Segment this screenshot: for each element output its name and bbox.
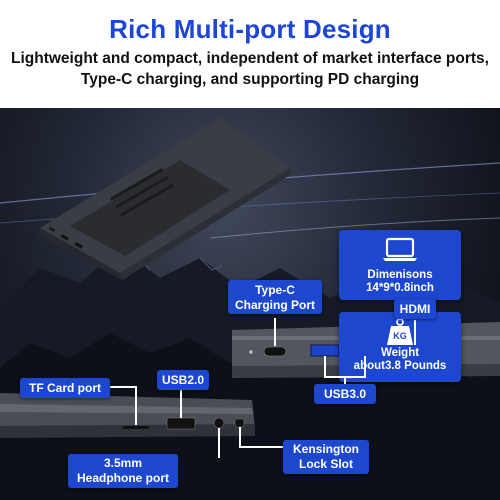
tf-card-slot-icon — [123, 426, 149, 429]
typec-port-icon — [263, 346, 287, 357]
laptop-icon — [383, 237, 417, 261]
weight-spec-box: KG Weight about3.8 Pounds — [339, 312, 461, 382]
usb3-port-icon-1 — [310, 344, 340, 357]
subtitle-line-2: Type-C charging, and supporting PD charg… — [80, 71, 420, 88]
usb2-connector — [180, 386, 182, 418]
kensington-label-line1: Kensington — [293, 442, 359, 456]
kensington-connector-v — [239, 427, 241, 448]
dimensions-label: Dimenisons — [367, 269, 433, 281]
dimensions-spec-box: Dimenisons 14*9*0.8inch — [339, 230, 461, 300]
usb2-port-icon — [166, 417, 196, 430]
headphone-connector — [218, 428, 220, 458]
tf-connector-v — [135, 386, 137, 425]
hdmi-connector — [414, 320, 416, 345]
typec-label: Type-C Charging Port — [228, 280, 322, 314]
kensington-connector-h — [239, 446, 283, 448]
page-title: Rich Multi-port Design — [109, 14, 391, 44]
weight-icon-text: KG — [393, 331, 407, 341]
usb3-connector-left — [324, 356, 326, 378]
weight-value: about3.8 Pounds — [353, 360, 447, 372]
weight-icon: KG — [385, 317, 415, 347]
usb3-connector-right — [364, 356, 366, 378]
laptop-left-edge — [0, 393, 255, 438]
usb2-label: USB2.0 — [157, 370, 209, 390]
headphone-label-line2: Headphone port — [77, 471, 169, 485]
weight-label: Weight — [380, 347, 420, 359]
laptop-image — [38, 118, 292, 280]
hdmi-label: HDMI — [394, 299, 436, 319]
typec-label-line2: Charging Port — [235, 298, 315, 312]
header-section: Rich Multi-port Design Lightweight and c… — [0, 0, 500, 108]
subtitle-line-1: Lightweight and compact, independent of … — [11, 50, 489, 67]
kensington-label: Kensington Lock Slot — [283, 440, 369, 474]
usb3-connector-down — [344, 376, 346, 384]
headphone-jack-icon — [213, 417, 225, 429]
kensington-slot-icon — [234, 418, 245, 428]
headphone-label: 3.5mm Headphone port — [68, 454, 178, 488]
kensington-label-line2: Lock Slot — [298, 457, 353, 471]
typec-label-line1: Type-C — [255, 283, 295, 297]
typec-connector — [274, 318, 276, 346]
product-scene: Dimenisons 14*9*0.8inch KG Weight about3… — [0, 108, 500, 500]
tf-connector-h — [110, 386, 136, 388]
dimensions-value: 14*9*0.8inch — [366, 282, 434, 294]
tf-card-label: TF Card port — [20, 378, 110, 398]
headphone-label-line1: 3.5mm — [103, 456, 143, 470]
usb3-label: USB3.0 — [314, 384, 376, 404]
